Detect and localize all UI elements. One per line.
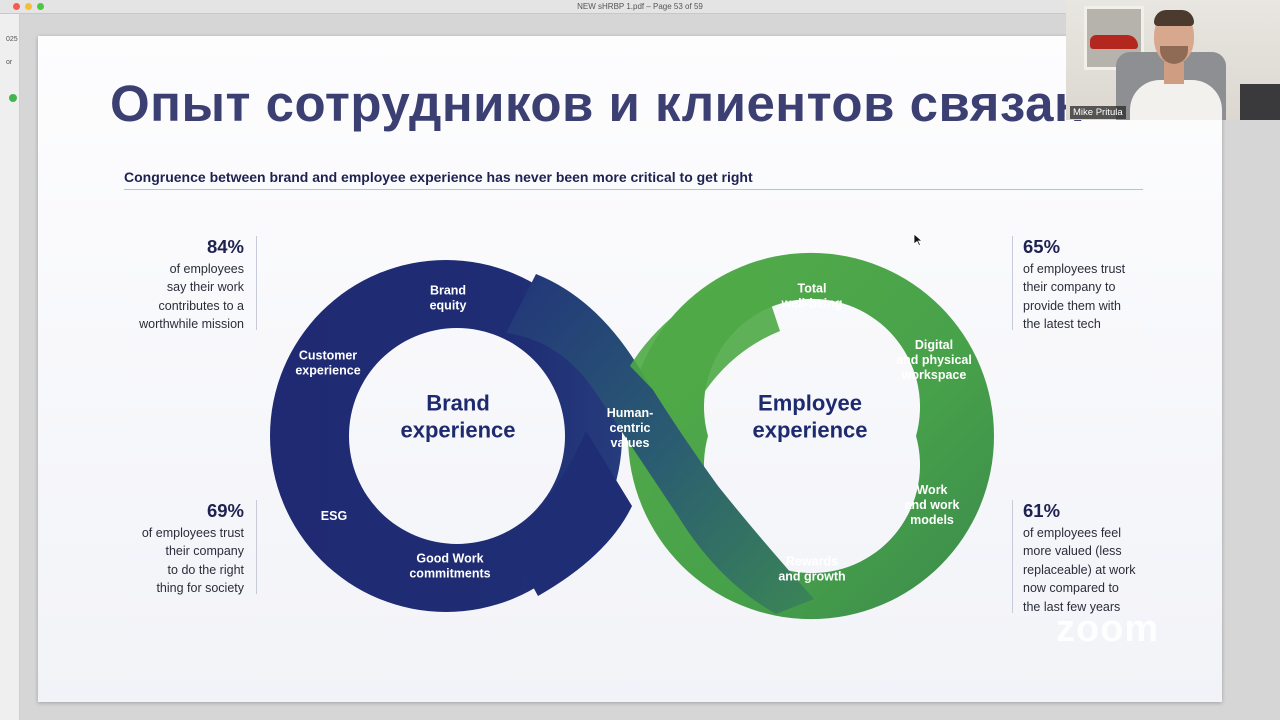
participant-video-tile[interactable]: Mike Pritula xyxy=(1066,0,1280,120)
stat-percent: 84% xyxy=(206,236,244,257)
zoom-window-button[interactable] xyxy=(37,3,44,10)
employee-experience-label-line: Employee xyxy=(758,391,862,416)
esg-label: ESG xyxy=(321,509,347,523)
digital-workspace-label-line: Digital xyxy=(915,338,953,352)
total-wellbeing-label-line: Total xyxy=(798,282,827,296)
brand-experience-label-line: experience xyxy=(401,418,516,443)
desk-image xyxy=(1240,84,1280,120)
stat-percent: 69% xyxy=(206,500,244,521)
brand-equity-label-line: equity xyxy=(430,299,467,313)
stat-line: now compared to xyxy=(1023,581,1119,596)
stat-line: thing for society xyxy=(156,581,244,596)
human-centric-label-line: Human- xyxy=(607,406,654,420)
rewards-growth-label-line: Rewards xyxy=(786,555,838,569)
background-app-strip: 025 or xyxy=(0,14,20,720)
brand-experience-label-line: Brand xyxy=(426,391,490,416)
brand-equity-label-line: Brand xyxy=(430,284,466,298)
stat-percent: 61% xyxy=(1023,500,1061,521)
mouse-cursor-icon xyxy=(913,233,924,251)
stat-top-left: 84% of employees say their work contribu… xyxy=(108,236,257,332)
blue-ribbon-lower xyxy=(508,431,632,596)
work-models-label-line: and work xyxy=(905,498,960,512)
stat-line: their company to xyxy=(1023,280,1116,295)
pdf-page: Опыт сотрудников и клиентов связан Congr… xyxy=(38,36,1222,702)
window-titlebar: NEW sHRBP 1.pdf – Page 53 of 59 xyxy=(0,0,1280,14)
subtitle-divider xyxy=(124,189,1143,190)
stat-line: to do the right xyxy=(167,562,244,577)
stat-line: worthwhile mission xyxy=(139,317,244,332)
employee-experience-label-line: experience xyxy=(753,418,868,443)
digital-workspace-label-line: and physical xyxy=(896,353,972,367)
stat-line: of employees trust xyxy=(1023,262,1126,276)
good-work-label-line: Good Work xyxy=(416,552,483,566)
good-work-label-line: commitments xyxy=(409,567,490,581)
strip-text-1: 025 xyxy=(6,36,18,43)
stat-line: more valued (less xyxy=(1023,544,1122,559)
stat-line: of employees trust xyxy=(141,526,244,540)
stat-line: of employees feel xyxy=(1023,526,1121,540)
work-models-label-line: models xyxy=(910,513,954,527)
status-dot-icon xyxy=(9,94,17,102)
stat-line: replaceable) at work xyxy=(1023,562,1136,577)
stat-bottom-left: 69% of employees trust their company to … xyxy=(108,500,257,596)
participant-name-label: Mike Pritula xyxy=(1070,106,1126,119)
stat-percent: 65% xyxy=(1023,236,1061,257)
total-wellbeing-label-line: well-being xyxy=(780,297,842,311)
window-title: NEW sHRBP 1.pdf – Page 53 of 59 xyxy=(577,2,703,11)
participant-shirt-image xyxy=(1130,80,1222,120)
stat-line: of employees xyxy=(169,262,244,276)
customer-experience-label-line: Customer xyxy=(299,349,357,363)
stat-line: the latest tech xyxy=(1023,317,1101,332)
stat-line: contributes to a xyxy=(158,298,244,313)
crossing-ribbon xyxy=(506,274,814,614)
customer-experience-label-line: experience xyxy=(295,364,360,378)
digital-workspace-label-line: workspace xyxy=(901,368,967,382)
esg-label-line: ESG xyxy=(321,509,347,523)
stat-top-right: 65% of employees trust their company to … xyxy=(1012,236,1173,332)
participant-beard-image xyxy=(1160,46,1188,64)
participant-neck-image xyxy=(1164,62,1184,84)
work-models-label-line: Work xyxy=(916,483,947,497)
stat-line: say their work xyxy=(166,280,244,295)
rewards-growth-label-line: and growth xyxy=(778,570,845,584)
close-window-button[interactable] xyxy=(13,3,20,10)
stat-line: their company xyxy=(165,544,244,559)
stat-line: the last few years xyxy=(1023,599,1121,614)
participant-hair-image xyxy=(1154,10,1194,26)
stat-line: provide them with xyxy=(1023,298,1121,313)
slide-title: Опыт сотрудников и клиентов связан xyxy=(110,75,1086,132)
human-centric-label-line: values xyxy=(611,436,650,450)
stat-bottom-right: 61% of employees feel more valued (less … xyxy=(1012,500,1173,614)
strip-text-2: or xyxy=(6,59,13,66)
slide-subtitle: Congruence between brand and employee ex… xyxy=(124,169,753,185)
minimize-window-button[interactable] xyxy=(25,3,32,10)
human-centric-label-line: centric xyxy=(610,421,651,435)
zoom-watermark-logo: zoom xyxy=(1056,608,1160,650)
green-ribbon-upper xyxy=(630,265,780,424)
